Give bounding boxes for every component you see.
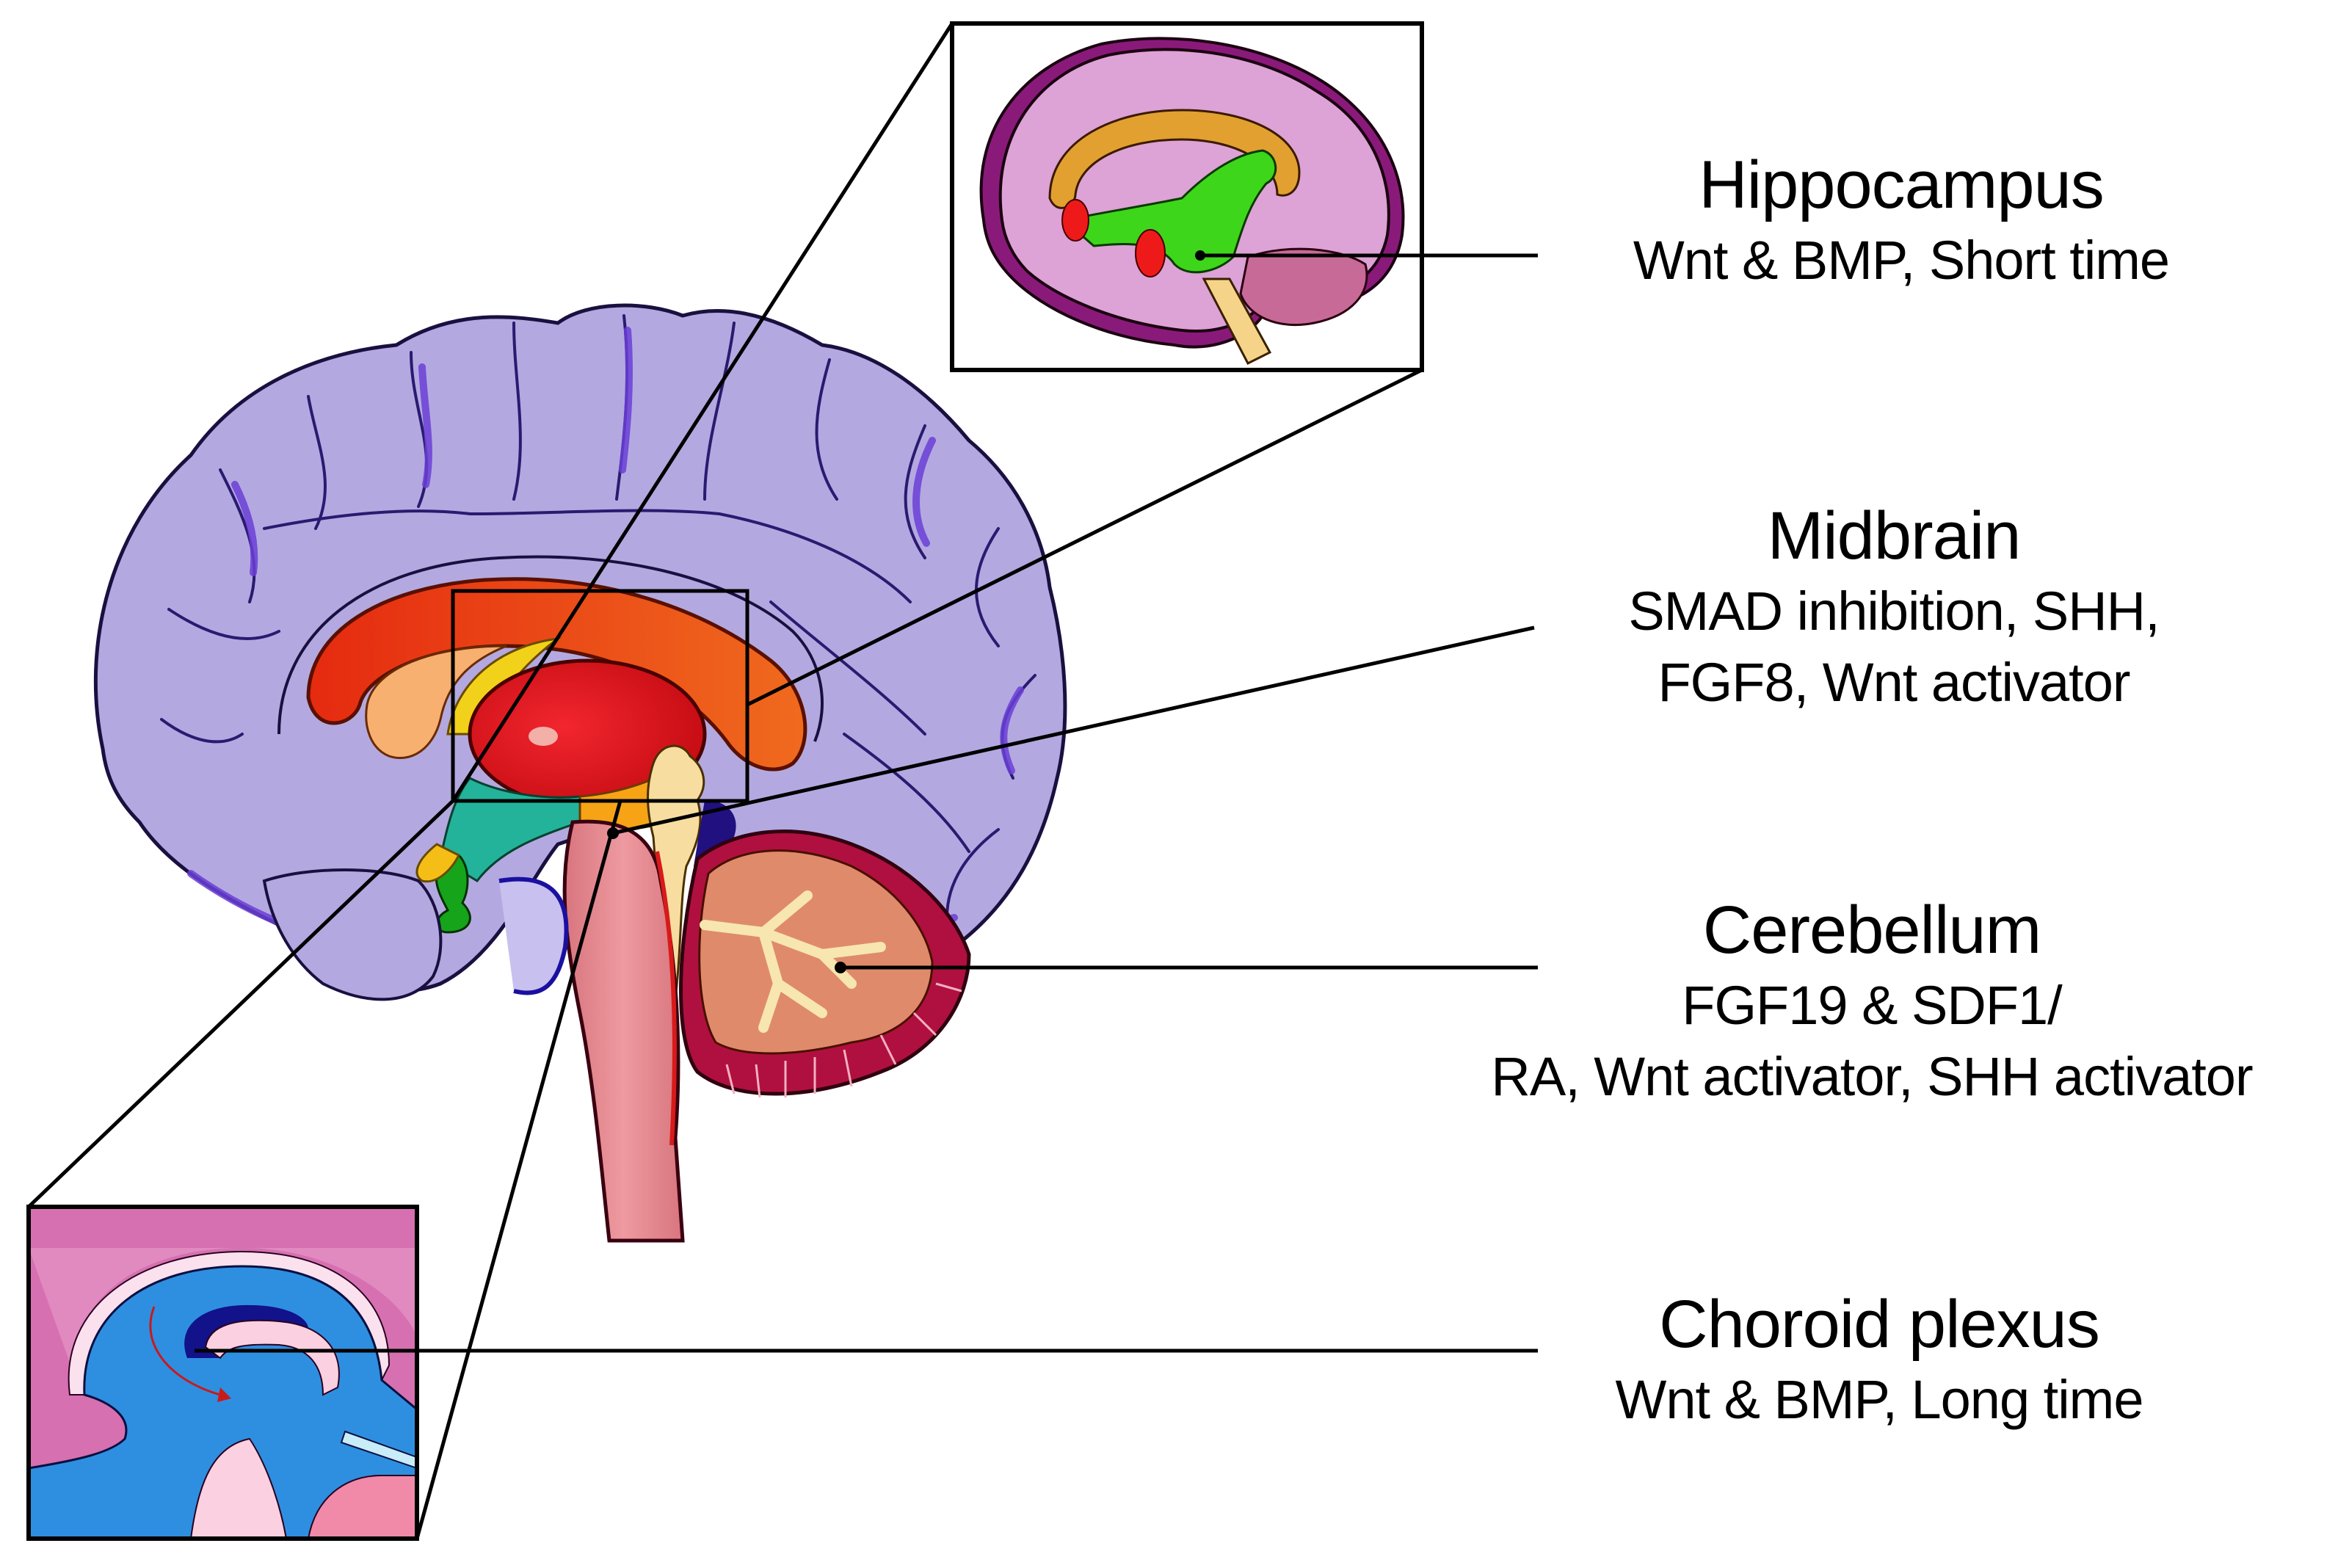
label-choroid-plexus: Choroid plexus Wnt & BMP, Long time	[1512, 1286, 2246, 1435]
label-title: Choroid plexus	[1659, 1287, 2100, 1362]
hippocampus-inset-frame	[950, 21, 1424, 372]
cerebellum	[679, 830, 971, 1098]
label-condition: FGF19 & SDF1/	[1682, 974, 2062, 1036]
label-title: Midbrain	[1767, 498, 2022, 573]
inset-hippocampus	[1061, 149, 1277, 274]
fourth-ventricle	[694, 800, 736, 868]
brainstem-red-edge	[655, 851, 677, 1146]
arbor-vitae	[700, 890, 886, 1033]
cingulate-gyrus	[277, 555, 824, 742]
projection-line-choroid-left	[27, 799, 454, 1208]
aqueduct-light	[340, 1430, 417, 1470]
temporal-lobe	[262, 868, 443, 1001]
inset-amygdala-1	[1061, 199, 1089, 242]
callout-lines	[195, 253, 1538, 1353]
label-condition: Wnt & BMP, Long time	[1615, 1368, 2144, 1430]
cerebellum-pink	[307, 1475, 417, 1539]
projection-line-hippo-left	[451, 22, 954, 802]
main-brain	[93, 303, 1067, 1243]
label-cerebellum: Cerebellum FGF19 & SDF1/ RA, Wnt activat…	[1395, 892, 2349, 1113]
inset-source-box	[451, 589, 749, 803]
inset-amygdala-2	[1135, 229, 1166, 277]
label-title: Hippocampus	[1699, 148, 2105, 222]
label-condition: RA, Wnt activator, SHH activator	[1491, 1046, 2253, 1108]
projection-line-hippo-right	[746, 368, 1423, 707]
fornix-pink	[204, 1319, 340, 1396]
hippocampus-inset	[950, 21, 1424, 372]
midbrain-pointer-dot	[607, 827, 619, 839]
cerebellum-pointer-dot	[835, 962, 846, 973]
label-hippocampus: Hippocampus Wnt & BMP, Short time	[1534, 147, 2268, 296]
choroid-inset	[26, 1205, 419, 1541]
thalamus-pink	[189, 1437, 288, 1539]
hypothalamus	[439, 777, 581, 882]
cerebellum-folia	[725, 982, 962, 1098]
brainstem	[562, 819, 685, 1243]
choroid-inset-frame	[26, 1205, 419, 1541]
inset-cerebellum	[1239, 247, 1368, 327]
label-condition: Wnt & BMP, Short time	[1633, 229, 2170, 291]
thalamus-highlight	[529, 727, 558, 746]
csf-flow-arrow	[149, 1306, 221, 1396]
projection-lines	[27, 22, 1423, 1539]
label-condition: SMAD inhibition, SHH,	[1628, 580, 2160, 642]
choroid-dark-band	[29, 1248, 417, 1373]
optic-chiasm	[415, 843, 461, 883]
label-midbrain: Midbrain SMAD inhibition, SHH, FGF8, Wnt…	[1527, 498, 2261, 719]
uncus	[498, 876, 569, 995]
csf-flow-arrowhead	[217, 1387, 231, 1402]
inset-brainstem	[1202, 277, 1272, 366]
projection-line-choroid-right	[415, 800, 622, 1539]
label-condition: FGF8, Wnt activator	[1658, 652, 2130, 714]
callout-line-midbrain	[612, 625, 1535, 835]
inset-corpus-callosum	[1048, 109, 1301, 209]
label-title: Cerebellum	[1702, 893, 2041, 968]
fornix	[365, 645, 507, 760]
